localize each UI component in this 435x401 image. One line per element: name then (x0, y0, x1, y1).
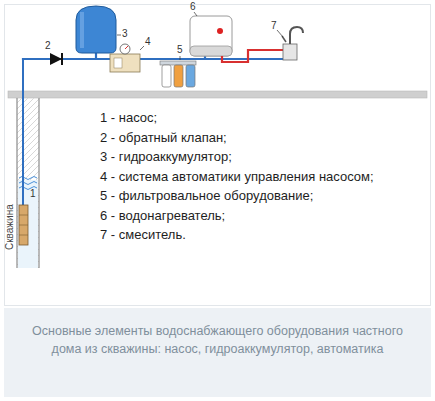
mixer (277, 27, 303, 60)
callout-number: 6 (190, 1, 196, 12)
callout-number: 4 (145, 36, 151, 47)
floor (8, 91, 427, 98)
check-valve (50, 53, 62, 65)
caption: Основные элементы водоснабжающего оборуд… (20, 322, 415, 358)
pump (19, 60, 28, 245)
accumulator (76, 6, 121, 59)
legend-line: 4 - система автоматики управления насосо… (100, 169, 374, 184)
callout-number: 7 (271, 20, 277, 31)
water-heater (190, 12, 232, 56)
legend-line: 7 - смеситель. (100, 227, 186, 242)
frame (5, 5, 431, 306)
legend-line: 5 - фильтровальное оборудование; (100, 188, 313, 203)
callout-number: 2 (45, 40, 51, 51)
filters (160, 56, 196, 87)
well (17, 98, 39, 268)
callout-number: 5 (177, 44, 183, 55)
hot-pipe (222, 50, 286, 62)
callout-number: 1 (30, 188, 36, 199)
legend-line: 6 - водонагреватель; (100, 208, 225, 223)
pump-automation (110, 44, 144, 72)
legend-line: 3 - гидроаккумулятор; (100, 149, 232, 164)
legend-line: 2 - обратный клапан; (100, 130, 227, 145)
cold-pipe (23, 59, 290, 60)
callout-number: 3 (122, 28, 128, 39)
caption-band (4, 308, 431, 397)
well-label: Скважина (4, 204, 15, 250)
legend-line: 1 - насос; (100, 110, 157, 125)
